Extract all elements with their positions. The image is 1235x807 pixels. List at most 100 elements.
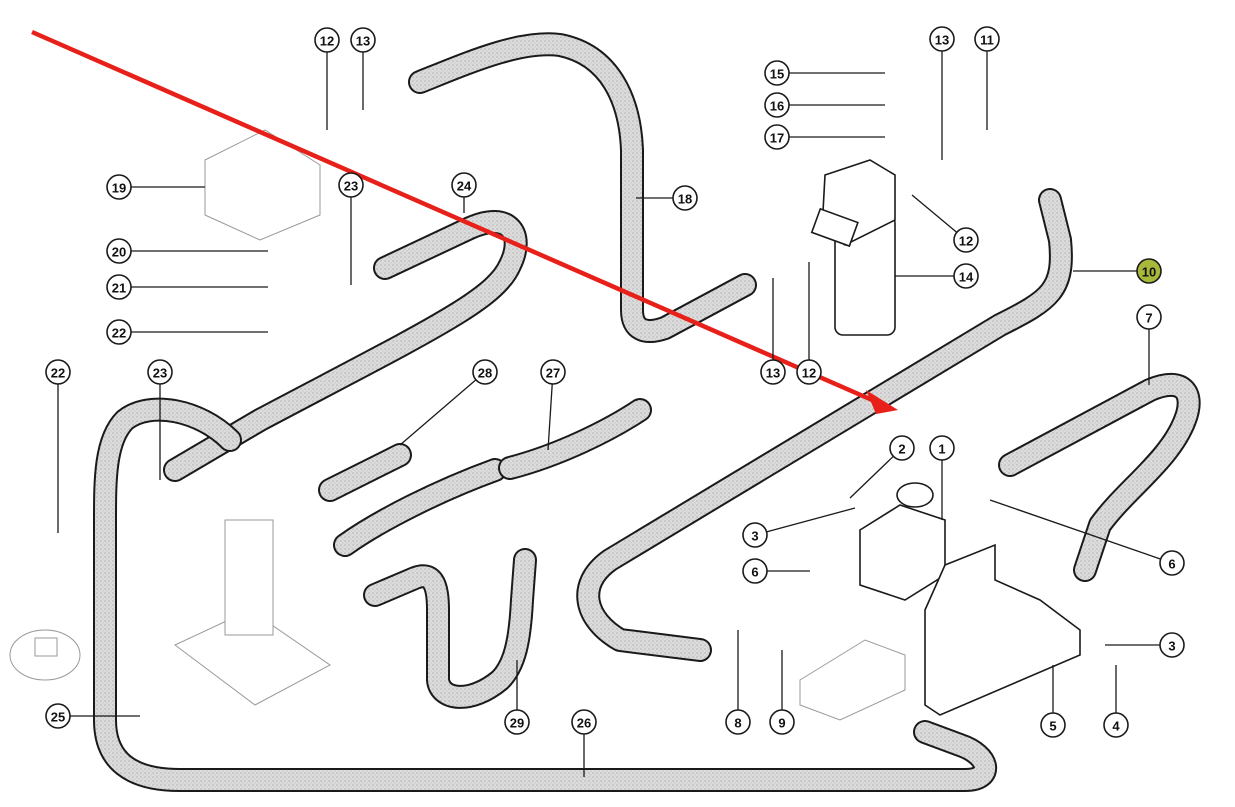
callout-label: 22 [51, 366, 65, 381]
hose-26 [93, 397, 997, 792]
callout-circle [314, 27, 340, 53]
callout-circle [796, 359, 822, 385]
callout-25: 25 [45, 703, 140, 729]
callout-18: 18 [636, 185, 698, 211]
leader-line [849, 455, 894, 499]
callout-11: 11 [974, 26, 1000, 130]
callout-label: 25 [51, 710, 65, 725]
callout-label: 29 [510, 716, 524, 731]
hose-27 [498, 398, 652, 480]
hose-10 [576, 188, 1073, 662]
callout-13: 13 [760, 278, 786, 385]
callout-13: 13 [350, 27, 376, 110]
callout-label: 17 [770, 131, 784, 146]
callout-6: 6 [989, 499, 1185, 576]
callout-circle [974, 26, 1000, 52]
callout-circle [953, 227, 979, 253]
callout-7: 7 [1136, 304, 1162, 385]
callout-3: 3 [742, 507, 856, 548]
leader-line [399, 379, 477, 446]
callout-circle [45, 703, 71, 729]
callout-label: 11 [980, 33, 994, 48]
hose-24 [163, 210, 528, 482]
callout-circle [953, 263, 979, 289]
callout-1: 1 [929, 435, 955, 520]
callout-20: 20 [106, 238, 268, 264]
callout-label: 1 [938, 442, 945, 457]
callout-circle [672, 185, 698, 211]
callout-label: 12 [959, 234, 973, 249]
callout-label: 12 [320, 34, 334, 49]
callout-2: 2 [849, 435, 915, 499]
callout-circle [725, 709, 751, 735]
callout-12: 12 [911, 194, 979, 253]
callout-label: 13 [356, 34, 370, 49]
callout-circle [764, 124, 790, 150]
callout-3: 3 [1105, 632, 1185, 658]
callout-circle [1103, 712, 1129, 738]
callout-circle [106, 274, 132, 300]
callout-label: 3 [1168, 639, 1175, 654]
callout-label: 2 [898, 442, 905, 457]
callout-23: 23 [338, 172, 364, 285]
callout-circle [764, 92, 790, 118]
callout-circle [451, 172, 477, 198]
callout-14: 14 [895, 263, 979, 289]
leader-line [547, 383, 553, 451]
callout-circle [742, 522, 768, 548]
callout-21: 21 [106, 274, 268, 300]
callout-label: 22 [112, 326, 126, 341]
callout-28: 28 [399, 359, 498, 446]
callout-13: 13 [929, 26, 955, 160]
callout-circle [45, 359, 71, 385]
callout-12: 12 [314, 27, 340, 130]
callout-label: 19 [112, 181, 126, 196]
callout-circle [338, 172, 364, 198]
callout-10: 10 [1073, 258, 1162, 284]
callout-label: 3 [751, 529, 758, 544]
callout-label: 13 [935, 33, 949, 48]
callout-26: 26 [571, 709, 597, 777]
callout-label: 16 [770, 99, 784, 114]
callout-circle [1136, 304, 1162, 330]
callout-circle [472, 359, 498, 385]
callout-15: 15 [764, 60, 885, 86]
callout-label: 4 [1112, 719, 1120, 734]
callout-label: 28 [478, 366, 492, 381]
callout-label: 13 [766, 366, 780, 381]
callout-22: 22 [106, 319, 268, 345]
leader-line [766, 507, 856, 533]
callout-label: 20 [112, 245, 126, 260]
flange [9, 629, 81, 681]
callout-label: 24 [457, 179, 472, 194]
callout-label: 6 [751, 565, 758, 580]
callout-label: 12 [802, 366, 816, 381]
callout-5: 5 [1040, 665, 1066, 738]
callout-label: 23 [153, 366, 167, 381]
callout-6: 6 [742, 558, 810, 584]
callout-9: 9 [769, 650, 795, 735]
red-arrow [31, 29, 898, 414]
callout-circle [1136, 258, 1162, 284]
pump-19 [204, 129, 321, 241]
callout-circle [571, 709, 597, 735]
callout-29: 29 [504, 660, 530, 735]
leader-line [989, 499, 1161, 560]
callout-circle [147, 359, 173, 385]
callout-circle [742, 558, 768, 584]
bracket-5 [924, 543, 1081, 716]
callout-circle [106, 174, 132, 200]
hose-28 [318, 443, 507, 557]
callout-label: 21 [112, 281, 126, 296]
valve-block-1 [859, 482, 946, 601]
callout-circle [889, 435, 915, 461]
callout-label: 26 [577, 716, 591, 731]
callout-label: 10 [1142, 265, 1156, 280]
hose-7 [998, 372, 1201, 582]
leader-line [911, 194, 958, 233]
callout-label: 14 [959, 270, 974, 285]
callout-label: 6 [1168, 557, 1175, 572]
callout-circle [1159, 550, 1185, 576]
